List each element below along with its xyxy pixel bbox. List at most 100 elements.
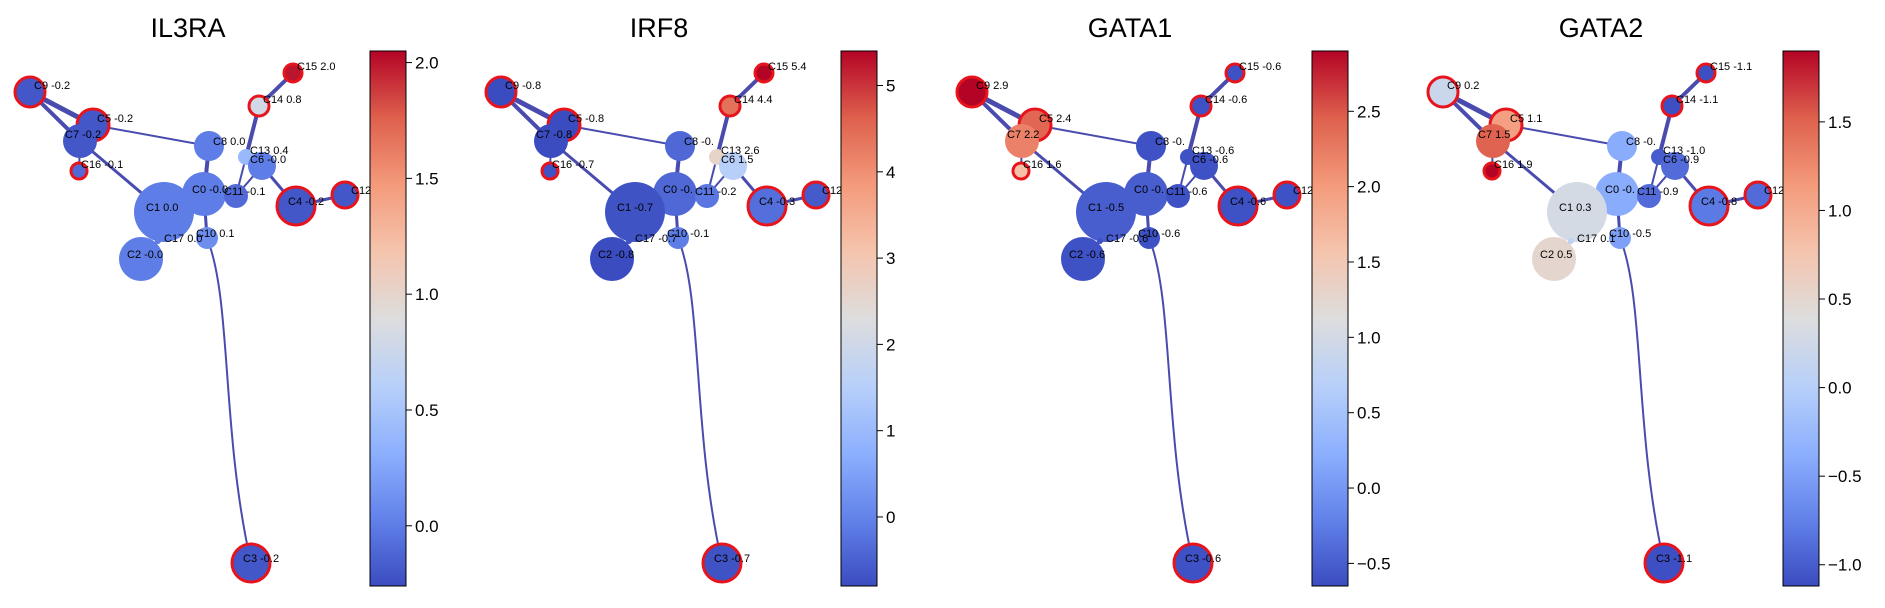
node-c3 — [1643, 542, 1685, 584]
node-c3 — [701, 542, 743, 584]
node-label-c8: C8 -0. — [1155, 136, 1185, 148]
node-c15 — [1695, 62, 1717, 84]
node-label-c5: C5 -0.2 — [97, 113, 133, 125]
node-c1 — [134, 182, 194, 242]
node-label-c6: C6 -0.0 — [250, 154, 286, 166]
panel-title: IL3RA — [150, 13, 225, 43]
node-label-c9: C9 2.9 — [976, 80, 1008, 92]
colorbar-tick-label: −0.5 — [1357, 554, 1391, 573]
node-label-c2: C2 -0.8 — [598, 249, 634, 261]
node-label-c10: C10 -0.6 — [1138, 228, 1180, 240]
node-c7 — [1476, 124, 1510, 158]
node-label-c12: C12 — [822, 185, 842, 197]
colorbar-tick-label: 4 — [886, 163, 895, 182]
node-label-c8: C8 0.0 — [213, 136, 245, 148]
node-c7 — [63, 124, 97, 158]
node-c14 — [247, 94, 271, 118]
node-c2 — [590, 237, 634, 281]
node-c16 — [1011, 161, 1031, 181]
node-label-c11: C11 -0.2 — [695, 186, 736, 198]
node-c9 — [1426, 75, 1460, 109]
node-label-c0: C0 -0. — [1605, 184, 1635, 196]
colorbar-tick-label: −0.5 — [1828, 467, 1862, 486]
node-label-c10: C10 0.1 — [196, 228, 235, 240]
node-label-c14: C14 -0.6 — [1205, 94, 1247, 106]
colorbar-tick-label: 5 — [886, 77, 895, 96]
node-label-c5: C5 -0.8 — [568, 113, 604, 125]
colorbar — [840, 50, 878, 587]
node-label-c2: C2 -0.6 — [1069, 249, 1105, 261]
colorbar-tick-label: 2.0 — [1357, 178, 1381, 197]
colorbar — [1311, 50, 1349, 587]
node-label-c14: C14 4.4 — [734, 94, 773, 106]
colorbar-tick-label: 1.5 — [1828, 113, 1852, 132]
node-label-c16: C16 -0.1 — [81, 159, 123, 171]
node-c8 — [1607, 131, 1637, 161]
node-label-c5: C5 2.4 — [1039, 113, 1071, 125]
node-c16 — [69, 161, 89, 181]
colorbar-tick-label: 2.0 — [415, 54, 439, 73]
node-c3 — [230, 542, 272, 584]
node-c10 — [1138, 227, 1160, 249]
node-label-c6: C6 -0.6 — [1192, 154, 1228, 166]
node-c15 — [282, 62, 304, 84]
node-c10 — [667, 227, 689, 249]
edge-c5-c8 — [1505, 124, 1623, 147]
node-label-c2: C2 0.5 — [1540, 249, 1572, 261]
node-label-c16: C16 1.9 — [1494, 159, 1533, 171]
node-c12 — [330, 180, 360, 210]
node-c10 — [1609, 227, 1631, 249]
node-c12 — [801, 180, 831, 210]
colorbar — [1782, 50, 1820, 587]
node-c9 — [13, 75, 47, 109]
node-c7 — [1005, 124, 1039, 158]
node-c17 — [1097, 238, 1103, 244]
node-c8 — [665, 131, 695, 161]
node-label-c7: C7 -0.2 — [65, 129, 101, 141]
colorbar-tick-label: 0.5 — [1828, 290, 1852, 309]
node-label-c13: C13 0.4 — [250, 145, 289, 157]
node-c7 — [534, 124, 568, 158]
node-label-c0: C0 -0.0 — [192, 184, 228, 196]
node-label-c3: C3 -0.2 — [243, 553, 279, 565]
colorbar-tick-label: 0.0 — [415, 517, 439, 536]
node-c14 — [1189, 94, 1213, 118]
node-label-c7: C7 1.5 — [1478, 129, 1510, 141]
panel-title: IRF8 — [630, 13, 689, 43]
node-label-c14: C14 0.8 — [263, 94, 302, 106]
node-label-c12: C12 — [1764, 185, 1784, 197]
node-label-c2: C2 -0.0 — [127, 249, 163, 261]
node-label-c6: C6 -0.9 — [1663, 154, 1699, 166]
node-c2 — [119, 237, 163, 281]
colorbar-tick-label: 2.5 — [1357, 102, 1381, 121]
node-c4 — [746, 185, 788, 227]
node-c6 — [719, 152, 747, 180]
edge-c5-c8 — [1034, 124, 1152, 147]
node-label-c1: C1 -0.5 — [1088, 202, 1124, 214]
node-label-c0: C0 -0. — [663, 184, 693, 196]
edge-c10-c3 — [677, 237, 723, 564]
node-label-c17: C17 -0.7 — [635, 233, 677, 245]
node-label-c13: C13 -0.6 — [1192, 145, 1234, 157]
edge-c5-c8 — [92, 124, 210, 147]
node-c11 — [695, 184, 719, 208]
node-label-c17: C17 0.0 — [164, 233, 203, 245]
node-c2 — [1532, 237, 1576, 281]
node-label-c9: C9 -0.8 — [505, 80, 541, 92]
colorbar — [369, 50, 407, 587]
node-c17 — [1568, 238, 1574, 244]
node-label-c11: C11 -0.1 — [224, 186, 265, 198]
node-label-c15: C15 5.4 — [768, 61, 807, 73]
node-c12 — [1743, 180, 1773, 210]
edge-c10-c3 — [1619, 237, 1665, 564]
node-label-c11: C11 -0.6 — [1166, 186, 1207, 198]
node-label-c4: C4 -0.8 — [1701, 196, 1737, 208]
node-label-c14: C14 -1.1 — [1676, 94, 1718, 106]
panel-title: GATA1 — [1088, 13, 1173, 43]
node-c16 — [540, 161, 560, 181]
node-c17 — [626, 238, 632, 244]
node-label-c15: C15 -0.6 — [1239, 61, 1281, 73]
